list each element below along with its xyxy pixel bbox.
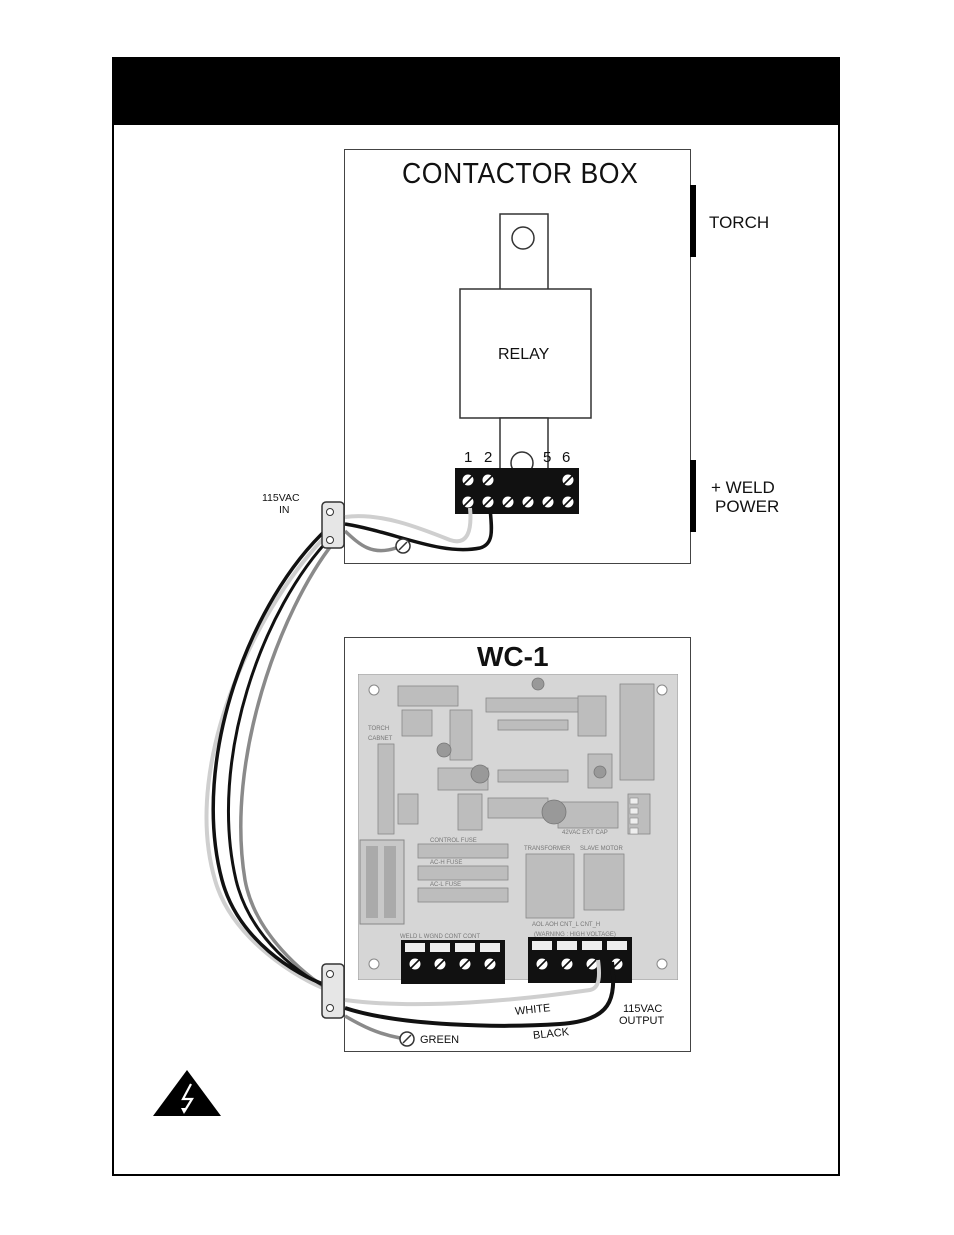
input-label-line2: IN: [279, 504, 290, 516]
contactor-white-lead: [344, 507, 473, 544]
board-label-42vac: 42VAC EXT CAP: [562, 830, 608, 836]
terminal-number-5: 5: [543, 449, 552, 466]
contactor-terminal-strip: [455, 468, 579, 514]
wc1-white-lead: [344, 959, 601, 1007]
wc1-circuit-board: CONTROL FUSE AC-H FUSE AC-L FUSE TRANSFO…: [358, 674, 678, 980]
terminal-number-2: 2: [484, 449, 493, 466]
long-black-wire-a: [211, 526, 330, 987]
output-label-line1: 115VAC: [623, 1003, 663, 1015]
weld-power-connector: [690, 460, 696, 532]
wc1-green-lead: [344, 1014, 401, 1040]
wc1-title: WC-1: [477, 641, 549, 672]
contactor-green-lead: [343, 529, 397, 553]
terminal-number-1: 1: [464, 449, 473, 466]
long-white-wire: [204, 530, 332, 992]
wc1-terminal-block-left: [401, 940, 505, 984]
contactor-box-title: CONTACTOR BOX: [402, 158, 639, 190]
high-voltage-warning-label: (WARNING : HIGH VOLTAGE): [534, 932, 616, 938]
terminal-number-6: 6: [562, 449, 571, 466]
long-black-wire-b: [227, 534, 334, 990]
long-green-wire: [239, 540, 336, 994]
torch-connector: [690, 185, 696, 257]
terminal-block-left-label: WELD L WGND CONT CONT: [400, 934, 480, 940]
weld-power-label-line2: POWER: [715, 497, 780, 516]
board-label-transformer: TRANSFORMER: [524, 846, 571, 852]
wc1-black-lead: [344, 961, 616, 1028]
board-label-ach-fuse: AC-H FUSE: [430, 860, 462, 866]
board-label-acl-fuse: AC-L FUSE: [430, 882, 461, 888]
strain-relief-bottom: [321, 963, 345, 1019]
relay-label: RELAY: [498, 346, 550, 363]
weld-power-label-line1: + WELD: [711, 478, 775, 497]
output-label-line2: OUTPUT: [619, 1015, 665, 1027]
board-label-control-fuse: CONTROL FUSE: [430, 838, 477, 844]
board-label-torch: TORCH: [368, 726, 389, 732]
board-label-slave-motor: SLAVE MOTOR: [580, 846, 623, 852]
board-label-cabnet: CABNET: [368, 736, 393, 742]
high-voltage-warning-icon: [153, 1070, 221, 1116]
input-label-line1: 115VAC: [262, 492, 300, 504]
header-bar: [114, 59, 838, 125]
contactor-black-lead: [344, 507, 494, 552]
terminal-block-right-label: AOL AOH CNT_L CNT_H: [532, 922, 600, 928]
torch-label: TORCH: [709, 213, 770, 232]
wire-label-green: GREEN: [420, 1034, 460, 1046]
